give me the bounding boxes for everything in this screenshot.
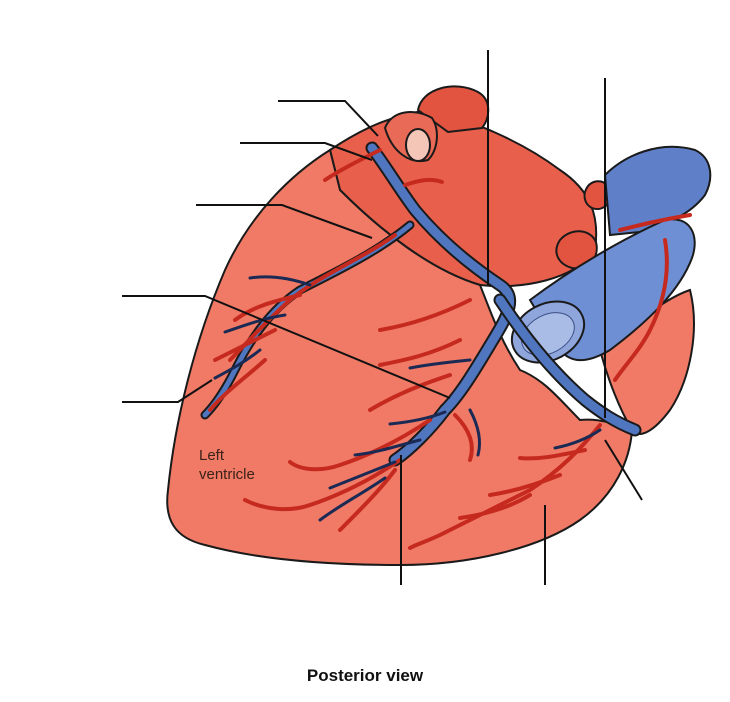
left-ventricle-label: Left ventricle	[199, 446, 255, 484]
left-ventricle-label-line1: Left	[199, 446, 255, 465]
left-ventricle-label-line2: ventricle	[199, 465, 255, 484]
pulmonary-vessel-opening	[406, 129, 430, 161]
view-caption: Posterior view	[0, 666, 730, 686]
